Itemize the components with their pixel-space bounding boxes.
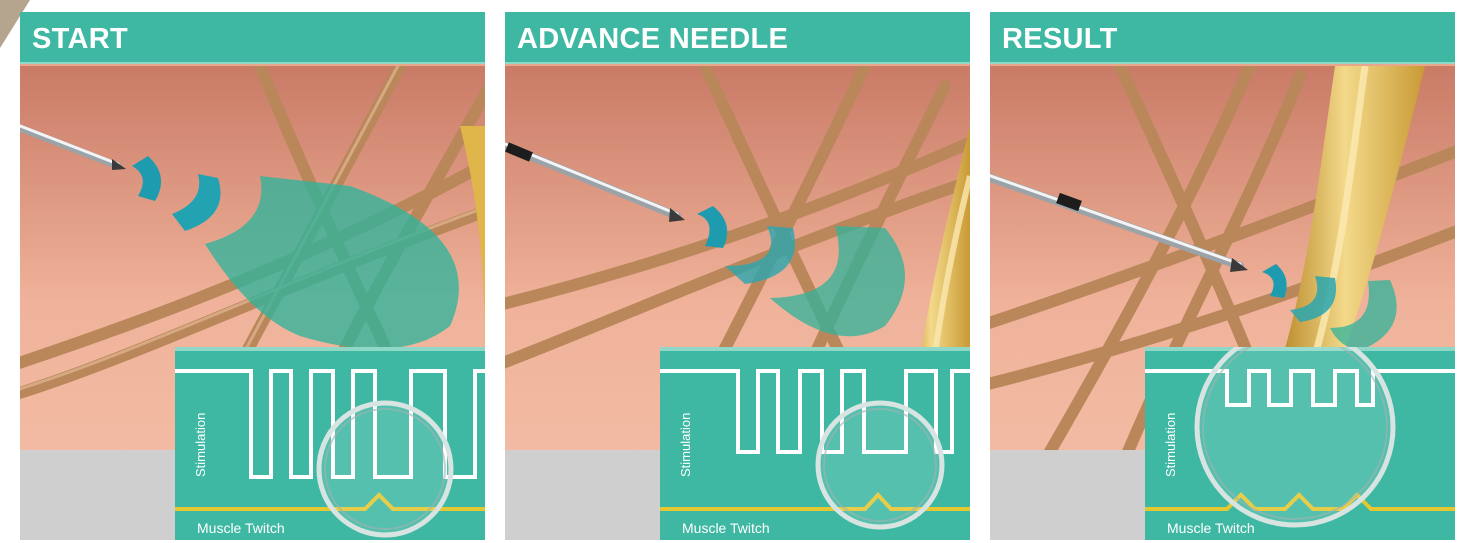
stimulation-label: Stimulation [193, 413, 208, 477]
grey-floor [505, 450, 665, 540]
magnifier-lens-icon [1197, 347, 1393, 525]
muscle-twitch-label: Muscle Twitch [197, 520, 285, 536]
grey-floor [20, 450, 180, 540]
panel-title: RESULT [990, 12, 1455, 64]
magnifier-lens-icon [319, 403, 451, 535]
panel-title: ADVANCE NEEDLE [505, 12, 970, 64]
panel-advance-needle: ADVANCE NEEDLE [505, 12, 970, 540]
muscle-twitch-label: Muscle Twitch [682, 520, 770, 536]
panel-start: START [20, 12, 485, 540]
panel-title: START [20, 12, 485, 64]
stimulation-label: Stimulation [678, 413, 693, 477]
signal-inset: Stimulation Muscle Twitch [660, 347, 970, 540]
signal-inset: Stimulation Muscle Twitch [1145, 347, 1455, 540]
signal-inset: Stimulation Muscle Twitch [175, 347, 485, 540]
grey-floor [990, 450, 1150, 540]
panel-result: RESULT [990, 12, 1455, 540]
magnifier-lens-icon [818, 403, 942, 527]
stimulation-label: Stimulation [1163, 413, 1178, 477]
muscle-twitch-label: Muscle Twitch [1167, 520, 1255, 536]
